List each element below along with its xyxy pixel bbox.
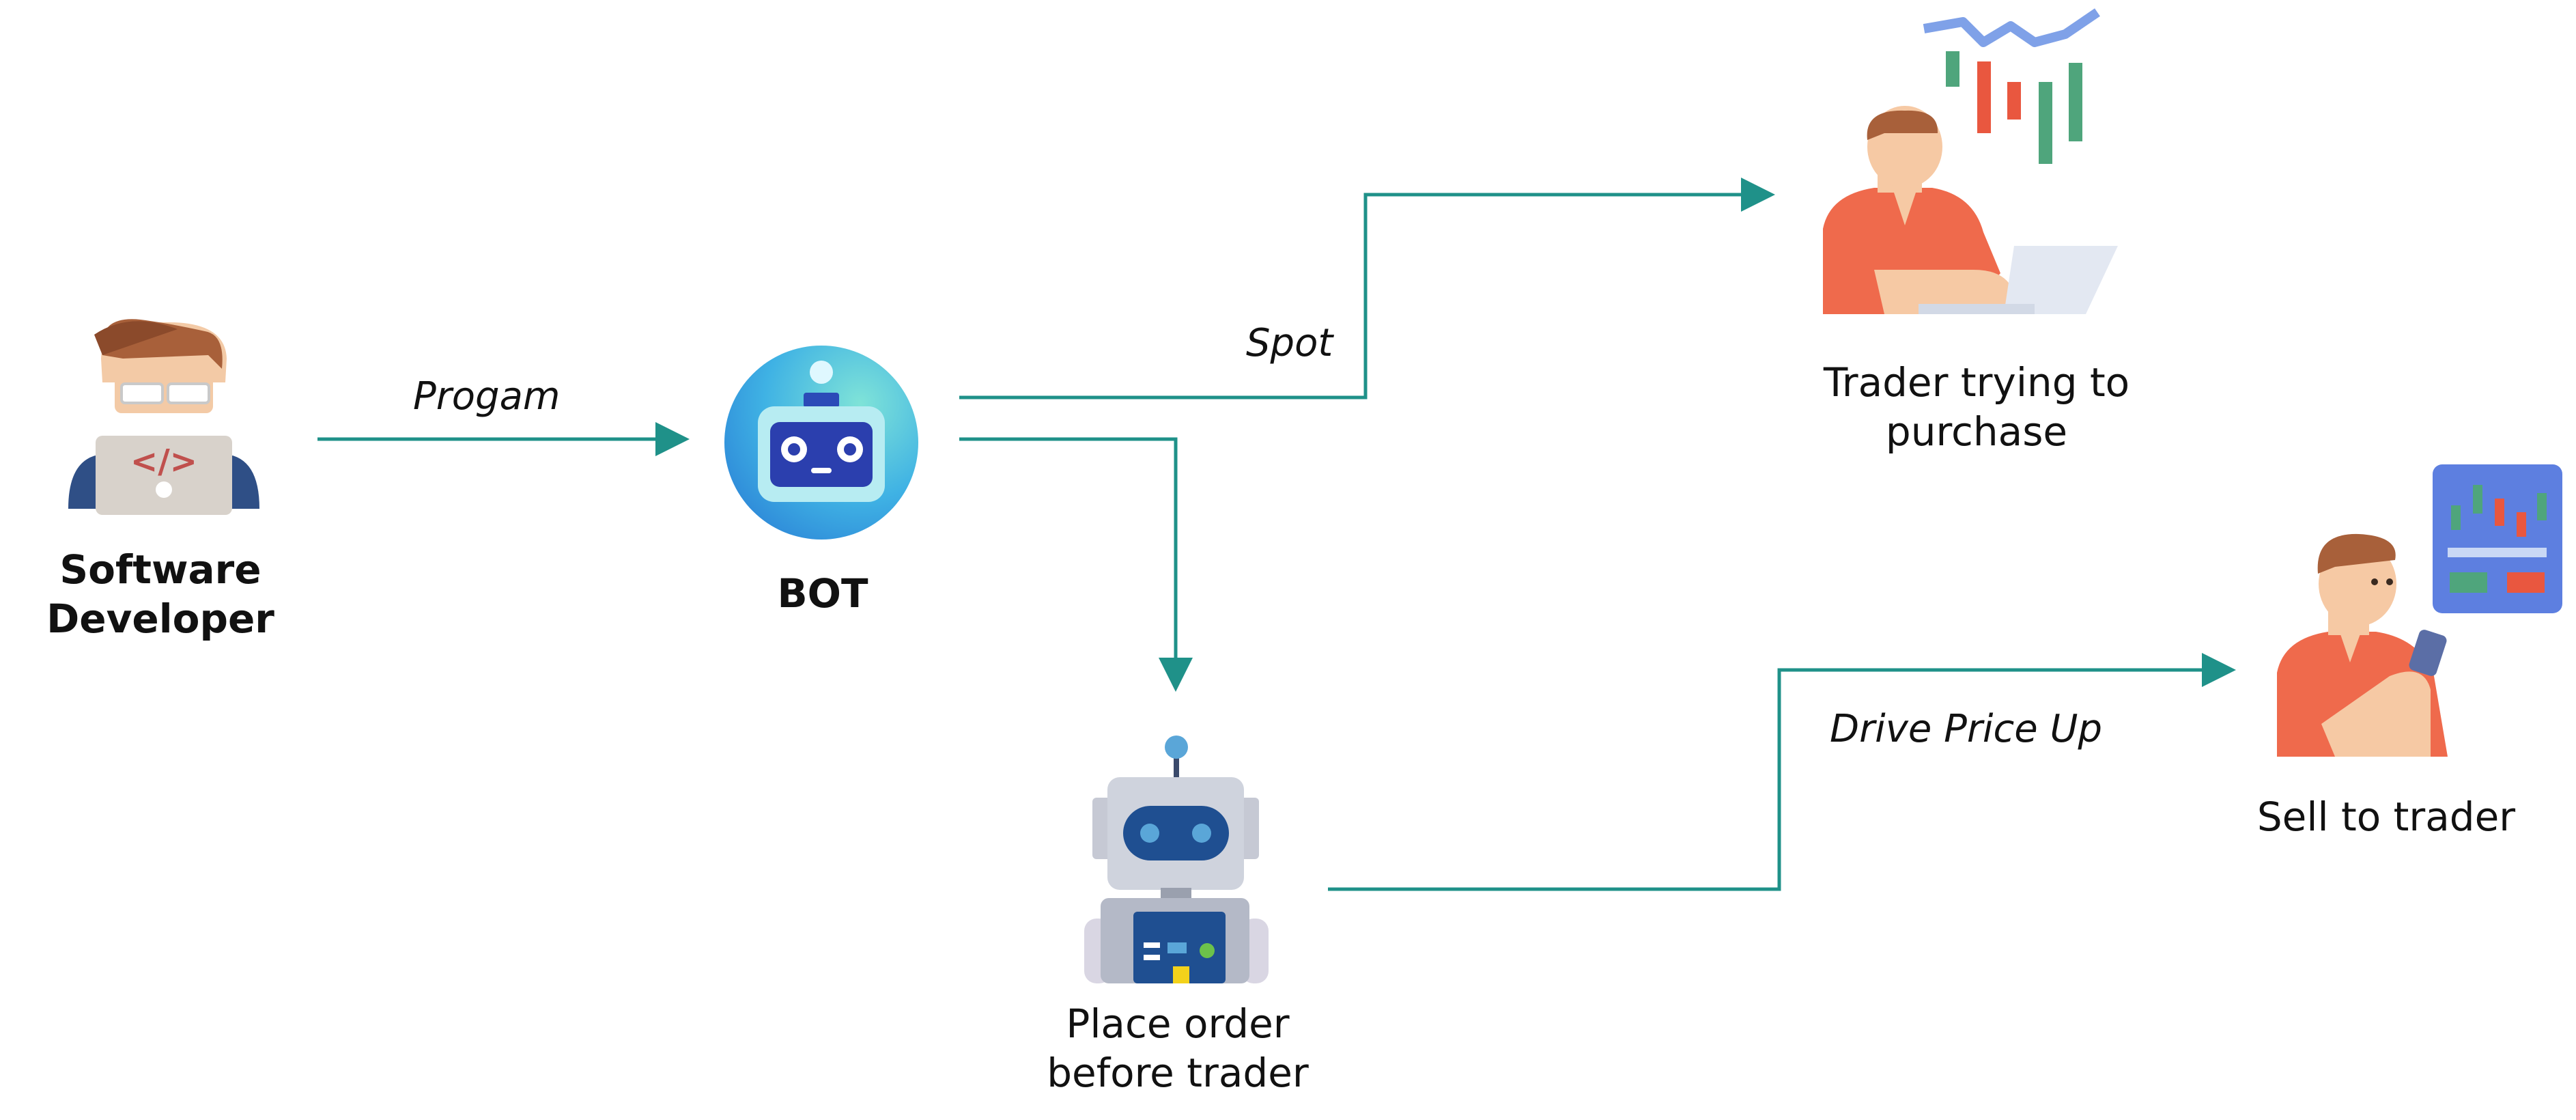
bot-icon bbox=[724, 346, 918, 540]
seller-label: Sell to trader bbox=[2256, 794, 2516, 840]
trader-icon bbox=[1823, 8, 2118, 314]
edge-label-spot: Spot bbox=[1246, 321, 1333, 365]
arrow-bot-to-trader bbox=[959, 178, 1775, 400]
bot-label: BOT bbox=[777, 570, 868, 617]
developer-label: Software Developer bbox=[46, 546, 274, 642]
svg-text:</>: </> bbox=[130, 443, 197, 481]
edge-label-drive: Drive Price Up bbox=[1830, 707, 2103, 751]
arrow-robot-to-seller bbox=[1328, 653, 2236, 891]
robot-label: Place order before trader bbox=[1047, 1000, 1309, 1096]
trader-label: Trader trying to purchase bbox=[1823, 359, 2130, 455]
arrow-bot-to-robot bbox=[959, 437, 1193, 692]
edge-label-program: Progam bbox=[413, 374, 561, 419]
seller-icon bbox=[2277, 464, 2562, 757]
robot-icon bbox=[1084, 736, 1269, 983]
connectors bbox=[317, 178, 2236, 891]
developer-icon: </> bbox=[68, 319, 259, 515]
